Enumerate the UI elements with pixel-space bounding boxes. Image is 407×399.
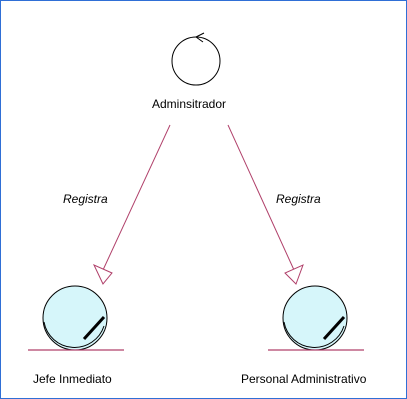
- entity-left-label: Jefe Inmediato: [33, 372, 112, 386]
- entity-circle-icon[interactable]: [268, 285, 364, 351]
- control-circle-icon[interactable]: [171, 32, 221, 86]
- controller-label: Adminsitrador: [152, 97, 227, 111]
- edge-left-label: Registra: [63, 192, 108, 206]
- entity-circle-icon[interactable]: [28, 285, 124, 351]
- edge-left: [92, 124, 171, 285]
- edge-right-label: Registra: [276, 192, 321, 206]
- entity-right-label: Personal Administrativo: [241, 372, 367, 386]
- edge-right: [227, 124, 304, 285]
